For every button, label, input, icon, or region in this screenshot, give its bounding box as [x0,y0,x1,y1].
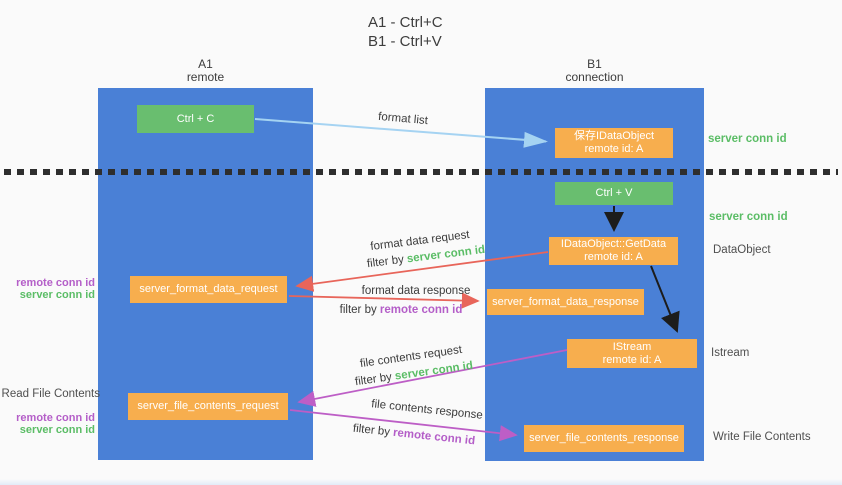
arrow-label-filter-by-remote-conn-id-1: filter by remote conn id [340,304,463,316]
arrow-label-filter-by-remote-conn-id-2: filter by remote conn id [352,423,475,448]
node-save-dataobject-line2: remote id: A [584,143,644,155]
node-file-response-label: server_file_contents_response [529,432,679,444]
arrow-label-file-contents-response: file contents response [370,398,484,422]
filter-by-text: filter by [352,422,394,439]
label-remote-conn-id-file: remote conn id [16,412,95,424]
title-line-1: A1 - Ctrl+C [368,14,443,31]
label-server-conn-id-mid: server conn id [709,211,788,223]
node-format-request-label: server_format_data_request [139,283,278,295]
node-getdata-line1: IDataObject::GetData [560,238,667,250]
node-ctrl-v: Ctrl + V [555,182,673,205]
column-b-name: B1 [587,57,602,71]
node-ctrl-c-label: Ctrl + C [176,112,215,125]
node-server-file-contents-response: server_file_contents_response [524,425,684,452]
label-server-conn-id-file: server conn id [19,424,95,436]
node-save-dataobject-line1: 保存IDataObject [573,130,655,142]
node-server-format-data-request: server_format_data_request [130,276,287,303]
column-b-header: B1 connection [485,58,704,84]
node-idataobject-getdata: IDataObject::GetData remote id: A [549,237,678,265]
node-server-format-data-response: server_format_data_response [487,289,644,315]
node-ctrl-c: Ctrl + C [137,105,254,133]
label-server-conn-id-top: server conn id [708,133,787,145]
label-server-conn-id-format: server conn id [19,289,95,301]
node-ctrl-v-label: Ctrl + V [595,187,633,199]
node-istream-line1: IStream [612,340,652,353]
arrow-label-format-list: format list [377,110,429,128]
label-dataobject: DataObject [713,244,771,256]
filter-by-text: filter by [354,370,396,389]
conn-ids-file-block: remote conn id server conn id [16,412,95,436]
dotted-separator [4,169,838,175]
diagram-title: A1 - Ctrl+C B1 - Ctrl+V [368,13,443,51]
column-a-name: A1 [198,57,213,71]
title-line-2: B1 - Ctrl+V [368,33,442,50]
arrow-label-format-data-response: format data response [361,285,471,297]
label-remote-conn-id-format: remote conn id [16,277,95,289]
node-file-request-label: server_file_contents_request [137,400,279,412]
node-istream-line2: remote id: A [602,353,662,366]
label-write-file-contents: Write File Contents [713,431,811,443]
node-getdata-line2: remote id: A [584,251,643,263]
filter-remote-conn-id: remote conn id [392,426,476,448]
column-b-subtitle: connection [565,70,624,84]
filter-remote-conn-id: remote conn id [379,304,463,316]
node-save-dataobject: 保存IDataObject remote id: A [555,128,673,158]
filter-by-text: filter by [366,253,408,271]
node-format-response-label: server_format_data_response [492,295,639,308]
label-istream: Istream [711,347,750,359]
node-istream: IStream remote id: A [567,339,697,368]
bottom-edge-strip [0,479,842,485]
column-a-header: A1 remote [98,58,313,84]
filter-by-text: filter by [339,304,380,316]
column-a-subtitle: remote [186,70,225,84]
node-server-file-contents-request: server_file_contents_request [128,393,288,420]
label-read-file-contents: Read File Contents [1,388,100,400]
conn-ids-format-block: remote conn id server conn id [16,277,95,301]
